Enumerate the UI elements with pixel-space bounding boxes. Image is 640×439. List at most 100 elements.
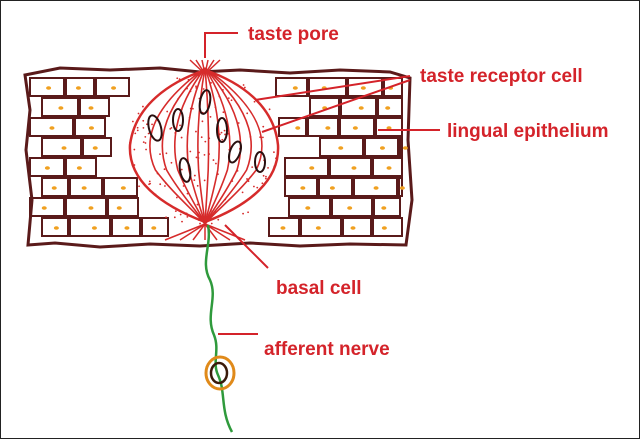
stipple-dot [222, 111, 224, 113]
stipple-dot [188, 79, 190, 81]
cell-granule [46, 86, 51, 90]
cell-granule [76, 86, 81, 90]
stipple-dot [176, 197, 178, 199]
stipple-dot [253, 186, 255, 188]
stipple-dot [179, 124, 181, 126]
stipple-dot [265, 178, 267, 180]
stipple-dot [210, 116, 212, 118]
stipple-dot [145, 142, 147, 144]
cell-granule [353, 126, 358, 130]
label-taste-pore: taste pore [248, 24, 339, 45]
stipple-dot [201, 136, 203, 138]
stipple-dot [164, 168, 166, 170]
stipple-dot [194, 175, 196, 177]
epithelial-cell [400, 138, 402, 156]
stipple-dot [198, 152, 200, 154]
stipple-dot [204, 154, 206, 156]
stipple-dot [210, 210, 212, 212]
stipple-dot [159, 183, 161, 185]
stipple-dot [273, 151, 275, 153]
stipple-dot [204, 180, 206, 182]
stipple-dot [224, 130, 226, 132]
stipple-dot [195, 131, 197, 133]
stipple-dot [204, 141, 206, 143]
stipple-dot [196, 157, 198, 159]
cell-granule [88, 206, 93, 210]
stipple-dot [211, 223, 213, 225]
stipple-dot [165, 216, 167, 218]
cell-granule [121, 186, 126, 190]
cell-granule [381, 206, 386, 210]
cell-granule [387, 166, 392, 170]
stipple-dot [138, 113, 140, 115]
stipple-dot [246, 178, 248, 180]
cell-granule [92, 226, 97, 230]
stipple-dot [217, 219, 219, 221]
stipple-dot [208, 153, 210, 155]
cell-granule [54, 226, 59, 230]
label-taste-receptor-cell: taste receptor cell [420, 66, 583, 87]
cell-granule [58, 106, 63, 110]
stipple-dot [149, 183, 151, 185]
stipple-dot [144, 136, 146, 138]
cell-granule [351, 166, 356, 170]
stipple-dot [195, 87, 197, 89]
stipple-dot [151, 123, 153, 125]
stipple-dot [192, 108, 194, 110]
stipple-dot [166, 111, 168, 113]
cell-granule [49, 126, 54, 130]
stipple-dot [265, 176, 267, 178]
stipple-dot [149, 180, 151, 182]
stipple-dot [181, 221, 183, 223]
cell-granule [361, 86, 366, 90]
stipple-dot [129, 147, 131, 149]
cell-granule [374, 186, 379, 190]
stipple-dot [256, 187, 258, 189]
stipple-dot [142, 120, 144, 122]
cell-granule [403, 146, 408, 150]
stipple-dot [190, 108, 192, 110]
stipple-dot [165, 182, 167, 184]
cell-granule [151, 226, 156, 230]
stipple-dot [159, 153, 161, 155]
cell-granule [280, 226, 285, 230]
stipple-dot [215, 106, 217, 108]
stipple-dot [183, 185, 185, 187]
stipple-dot [171, 127, 173, 129]
stipple-dot [210, 82, 212, 84]
cell-granule [305, 206, 310, 210]
stipple-dot [249, 136, 251, 138]
taste-pore-leader [205, 33, 238, 58]
stipple-dot [186, 88, 188, 90]
stipple-dot [248, 180, 250, 182]
stipple-dot [179, 78, 181, 80]
cell-granule [93, 146, 98, 150]
stipple-dot [137, 129, 139, 131]
stipple-dot [134, 164, 136, 166]
cell-granule [117, 206, 122, 210]
stipple-dot [189, 151, 191, 153]
stipple-dot [142, 106, 144, 108]
cell-granule [351, 226, 356, 230]
cell-granule [82, 186, 87, 190]
cell-granule [293, 86, 298, 90]
stipple-dot [215, 163, 217, 165]
stipple-dot [213, 159, 215, 161]
stipple-dot [186, 216, 188, 218]
label-lingual-epithelium: lingual epithelium [447, 121, 609, 142]
label-basal-cell: basal cell [276, 278, 362, 299]
stipple-dot [157, 173, 159, 175]
stipple-dot [219, 133, 221, 135]
cell-granule [309, 166, 314, 170]
stipple-dot [261, 182, 263, 184]
stipple-dot [166, 152, 168, 154]
cell-granule [52, 186, 57, 190]
cell-granule [338, 146, 343, 150]
stipple-dot [129, 142, 131, 144]
stipple-dot [259, 136, 261, 138]
stipple-dot [237, 170, 239, 172]
cell-granule [325, 126, 330, 130]
cell-granule [359, 106, 364, 110]
stipple-dot [262, 126, 264, 128]
cell-granule [400, 186, 405, 190]
